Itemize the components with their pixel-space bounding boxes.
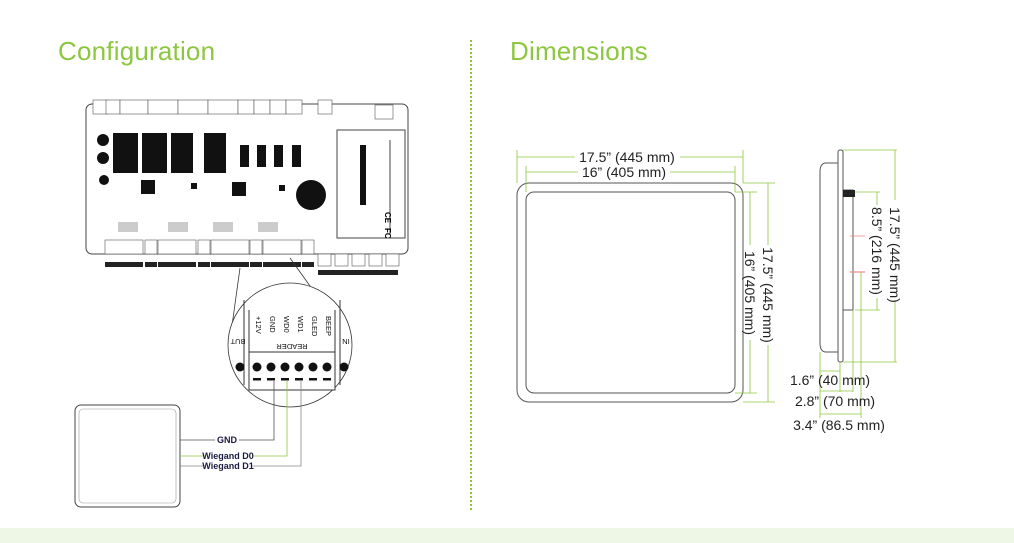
wire-label-d1: Wiegand D1: [202, 461, 253, 471]
front-width-outer: 17.5” (445 mm): [579, 149, 675, 165]
side-height: 17.5” (445 mm): [887, 207, 903, 303]
wiring: GND Wiegand D0 Wiegand D1: [180, 381, 302, 471]
depth-2: 2.8” (70 mm): [795, 393, 875, 409]
controller-board: CE FC: [85, 99, 409, 275]
wire-label-d0: Wiegand D0: [202, 451, 253, 461]
reader-block-label: READER: [276, 342, 308, 351]
configuration-title: Configuration: [58, 36, 216, 66]
side-label-in: IN: [342, 337, 350, 346]
side-label-but: BUT: [230, 337, 245, 346]
side-view: [819, 149, 865, 363]
front-dimension-lines: [516, 150, 775, 403]
pin-label: WD0: [282, 316, 291, 333]
front-width-inner: 16” (405 mm): [582, 164, 666, 180]
pin-labels: +12V GND WD0 WD1 GLED BEEP: [254, 316, 333, 337]
footer-band: [0, 528, 1014, 543]
pin-label: WD1: [296, 316, 305, 333]
pin-label: GLED: [310, 316, 319, 337]
front-height-outer: 17.5” (445 mm): [760, 247, 776, 343]
reader-device: [74, 404, 181, 508]
side-dimension-lines: [819, 149, 897, 418]
pin-label: BEEP: [324, 316, 333, 336]
reader-terminal-magnifier: +12V GND WD0 WD1 GLED BEEP READER BUT IN: [227, 257, 353, 408]
fcc-mark: FC: [383, 228, 392, 239]
pin-label: +12V: [254, 316, 263, 334]
pin-label: GND: [268, 316, 277, 333]
wire-label-gnd: GND: [217, 435, 238, 445]
ce-mark: CE: [383, 212, 392, 224]
depth-1: 1.6” (40 mm): [790, 372, 870, 388]
front-height-inner: 16” (405 mm): [742, 251, 758, 335]
front-view: [516, 182, 744, 403]
section-divider: [470, 40, 472, 510]
dimensions-title: Dimensions: [510, 36, 648, 66]
side-box-height: 8.5” (216 mm): [869, 207, 885, 295]
depth-3: 3.4” (86.5 mm): [793, 417, 885, 433]
